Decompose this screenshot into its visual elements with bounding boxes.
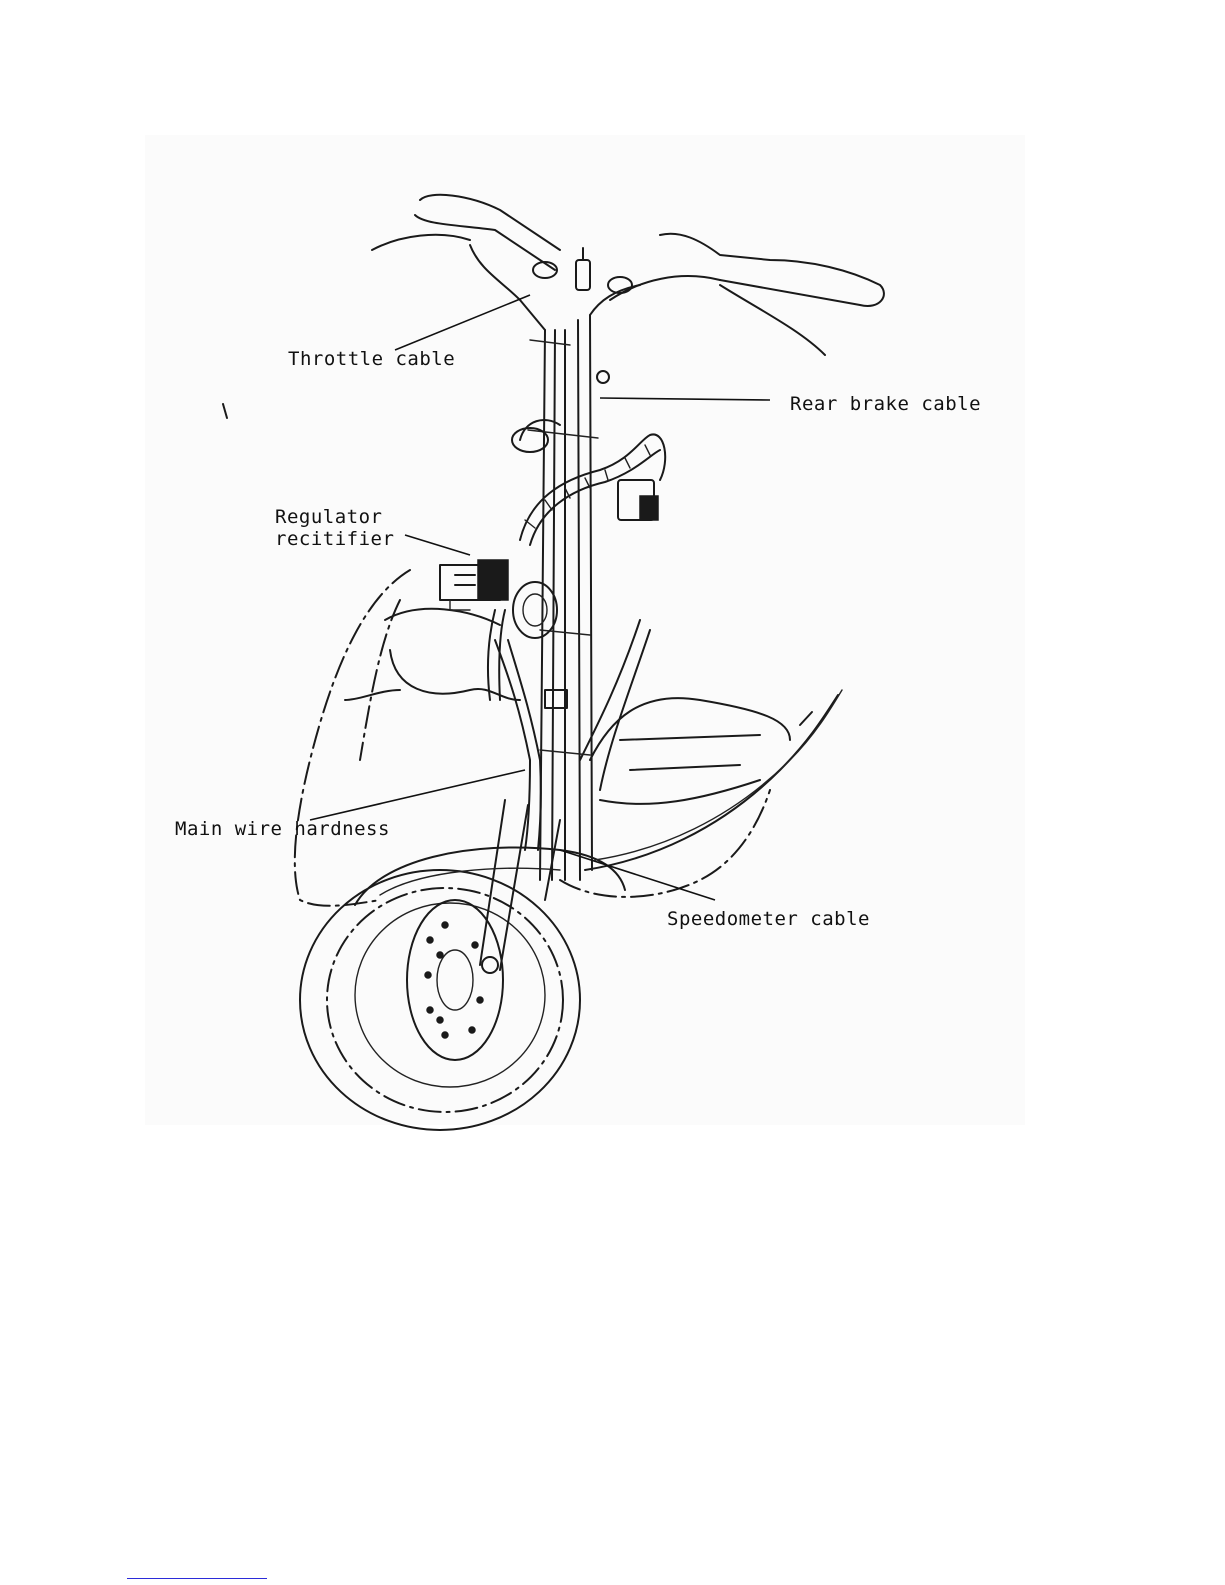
regulator-rectifier [440, 560, 508, 610]
steering-column [528, 315, 598, 880]
label-regulator-line2: recitifier [275, 528, 394, 550]
label-throttle-cable: Throttle cable [288, 348, 455, 370]
wire-harness [488, 420, 665, 850]
footer-link-underline [127, 1578, 267, 1579]
label-speedometer-cable: Speedometer cable [667, 908, 870, 930]
label-rear-brake-cable: Rear brake cable [790, 393, 981, 415]
brake-disc [407, 900, 503, 1060]
stray-mark [223, 404, 227, 418]
label-regulator-line1: Regulator [275, 506, 382, 528]
label-main-wire-hardness: Main wire hardness [175, 818, 390, 840]
front-wheel [300, 870, 580, 1130]
